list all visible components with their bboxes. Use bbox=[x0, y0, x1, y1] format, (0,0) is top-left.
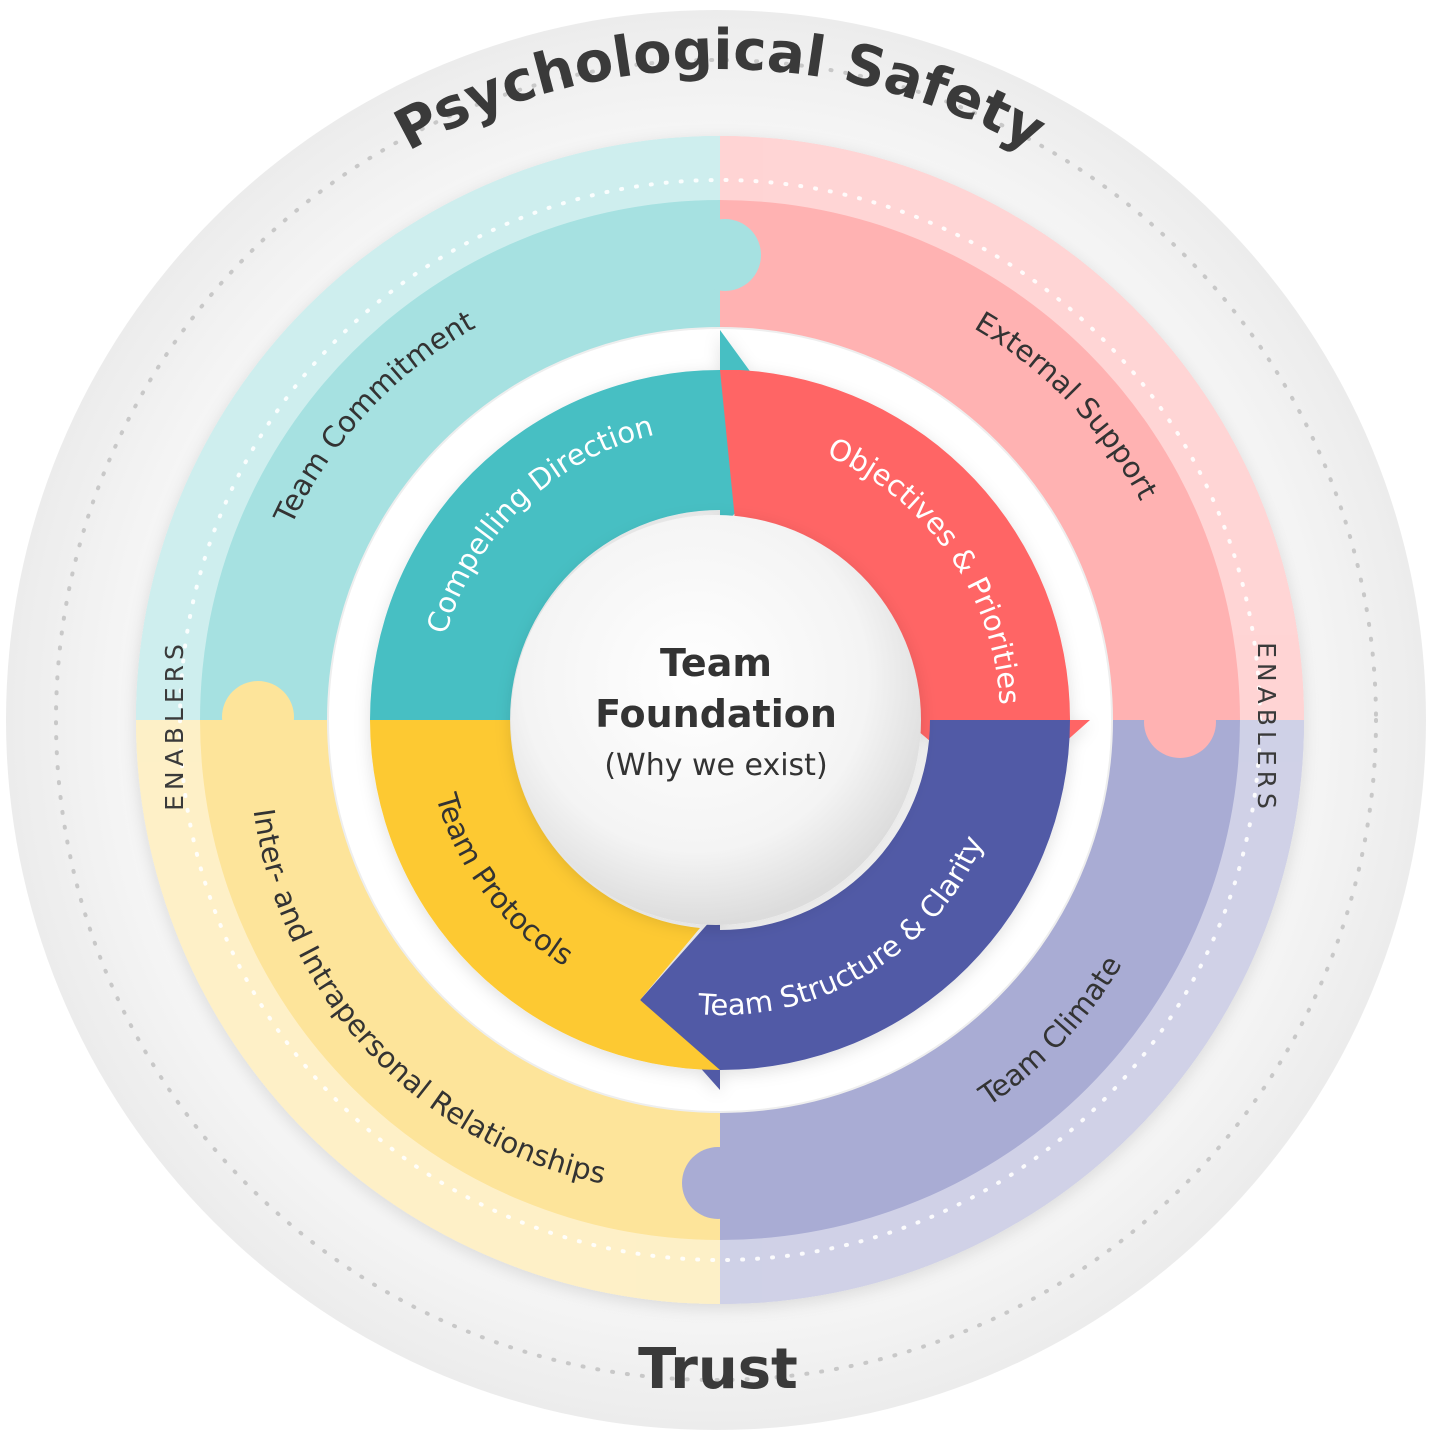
outer-segment-external-support bbox=[720, 136, 1304, 720]
outer-band-highlights bbox=[136, 136, 1304, 1304]
arrow-team-structure-clarity bbox=[640, 720, 1070, 1090]
center-subtitle: (Why we exist) bbox=[604, 748, 827, 783]
title-bottom: Trust bbox=[638, 1337, 798, 1402]
dotted-guide-ring bbox=[54, 58, 1378, 1382]
arrow-team-protocols bbox=[370, 720, 720, 1070]
outer-segment-team-climate bbox=[720, 720, 1304, 1304]
center-title-line2: Foundation bbox=[595, 692, 837, 736]
puzzle-knobs bbox=[222, 219, 1216, 1219]
outer-segment-team-commitment bbox=[136, 136, 720, 720]
outer-segment-relationships bbox=[136, 720, 720, 1304]
outer-ring bbox=[136, 136, 1304, 1304]
center-sphere bbox=[511, 515, 921, 925]
outer-dotted-line bbox=[178, 178, 1262, 1262]
enablers-right: ENABLERS bbox=[1252, 642, 1281, 814]
arrow-objectives-priorities bbox=[720, 370, 1090, 800]
center-title-line1: Team bbox=[660, 641, 772, 685]
enablers-left: ENABLERS bbox=[160, 639, 189, 811]
inner-arrow-ring bbox=[370, 330, 1090, 1090]
arrow-compelling-direction bbox=[370, 330, 800, 720]
